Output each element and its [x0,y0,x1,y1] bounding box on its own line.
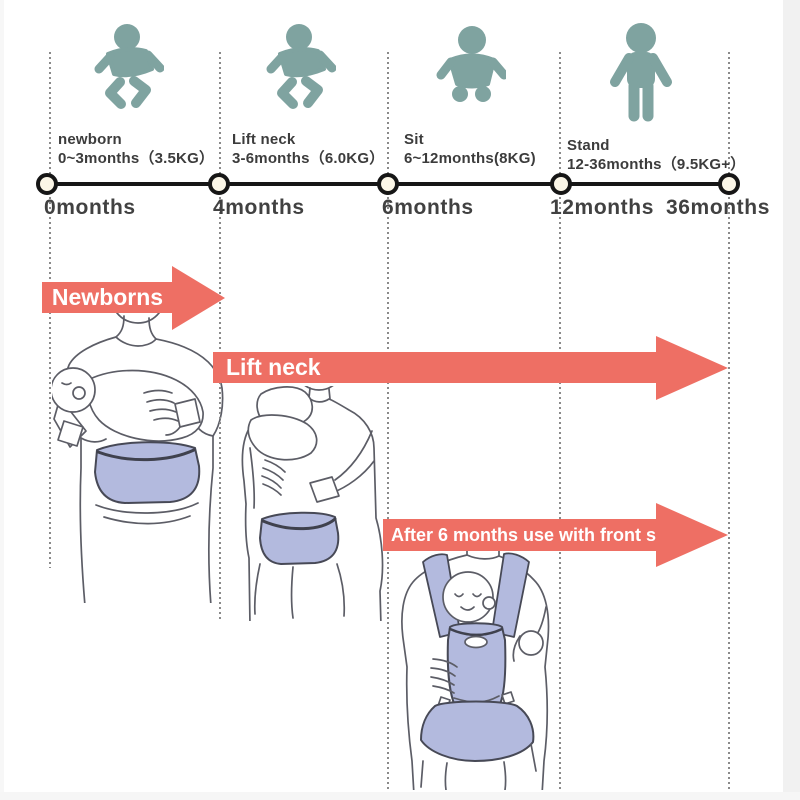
front-strap-arrow-label: After 6 months use with front strap [391,524,691,545]
timeline-node-4months [208,173,230,195]
liftneck-arrow-label: Lift neck [226,354,321,380]
liftneck-arrow: Lift neck [213,352,657,383]
guide-line-36months [728,52,730,789]
timeline-node-36months [718,173,740,195]
stage-title: Sit [404,131,424,148]
stage-title: Stand [567,137,610,154]
newborns-arrow: Newborns [42,282,173,313]
baby-body [247,414,318,461]
stage-title: Lift neck [232,131,296,148]
timeline-node-6months [377,173,399,195]
tick-label-36months: 36months [666,196,770,219]
left-margin-strip [0,0,4,800]
stage-range: 12-36months（9.5KG+） [567,156,746,173]
sitting-baby-icon [436,24,509,121]
guide-line-4months [219,52,221,620]
front-carrier-illustration [383,545,568,790]
baby-body [87,369,204,442]
guide-line-6months [387,52,389,789]
liftneck-baby-icon [266,24,337,121]
front-strap-arrow-head [656,503,728,567]
stage-title: newborn [58,131,122,148]
tick-label-12months: 12months [550,196,654,219]
stage-range: 0~3months（3.5KG） [58,150,215,167]
tick-label-0months: 0months [44,196,136,219]
right-margin-strip [783,0,800,800]
stage-label-sit: Sit 6~12months(8KG) [404,130,536,168]
newborn-baby-icon [94,24,165,121]
tick-label-6months: 6months [382,196,474,219]
timeline-node-0months [36,173,58,195]
front-strap-arrow: After 6 months use with front strap [383,519,690,551]
stage-label-newborn: newborn 0~3months（3.5KG） [58,130,214,168]
stage-range: 3-6months（6.0KG） [232,150,385,167]
guide-line-12months [559,52,561,789]
newborns-arrow-head [172,266,225,330]
stage-label-liftneck: Lift neck 3-6months（6.0KG） [232,130,384,168]
stage-range: 6~12months(8KG) [404,150,536,167]
stage-label-stand: Stand 12-36months（9.5KG+） [567,136,745,174]
adult-head [304,386,334,391]
carrier-strap-right [491,552,530,638]
hip-seat [259,511,340,565]
baby-head [442,571,494,623]
cradle-hold-illustration [52,303,237,603]
bottom-margin-strip [0,792,800,800]
carrier-skirt [420,700,535,762]
tick-label-4months: 4months [213,196,305,219]
liftneck-arrow-head [656,336,728,400]
standing-child-icon [606,22,676,129]
hip-seat [94,441,201,504]
timeline-node-12months [550,173,572,195]
newborns-arrow-label: Newborns [51,284,164,310]
upright-hold-illustration [233,386,393,621]
